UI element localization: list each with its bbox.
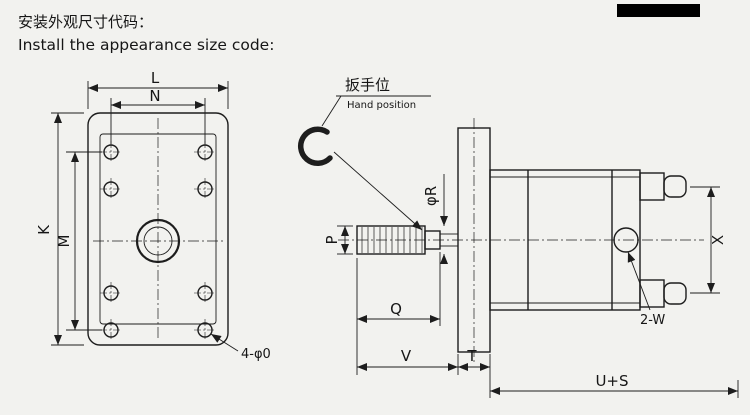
holes-callout: 4-φ0 — [210, 333, 271, 362]
ports-callout: 2-W — [627, 251, 665, 328]
dim-K-label: K — [35, 224, 53, 235]
dim-US-label: U+S — [595, 372, 628, 390]
flange-outline — [87, 112, 229, 346]
dim-V: V — [357, 347, 459, 375]
redaction-bar — [617, 4, 700, 17]
wrench-label-cn: 扳手位 — [345, 76, 390, 94]
dim-P: P — [323, 225, 353, 255]
wrench-label-en: Hand position — [347, 100, 416, 111]
dim-T-label: T — [466, 347, 477, 365]
dim-N-label: N — [149, 87, 160, 105]
page-title: 安装外观尺寸代码： Install the appearance size co… — [18, 13, 274, 54]
dim-L-label: L — [151, 69, 160, 87]
dim-V-label: V — [401, 347, 412, 365]
holes-callout-label: 4-φ0 — [241, 347, 271, 362]
title-chinese: 安装外观尺寸代码： — [18, 13, 153, 31]
dim-X-label: X — [709, 235, 727, 245]
dim-Q: Q — [356, 252, 441, 375]
dim-N: N — [110, 87, 206, 144]
ports-callout-label: 2-W — [640, 313, 665, 328]
dim-M-label: M — [55, 235, 73, 248]
mounting-holes — [100, 141, 216, 341]
center-bore — [135, 218, 181, 264]
dim-Q-label: Q — [390, 300, 402, 318]
dim-T: T — [458, 347, 491, 398]
wrench-callout: 扳手位 Hand position — [297, 76, 431, 231]
tie-rod-nuts — [639, 172, 687, 308]
dim-P-label: P — [323, 235, 341, 244]
dim-K: K — [35, 112, 84, 346]
title-english: Install the appearance size code: — [18, 36, 274, 54]
side-view: 扳手位 Hand position — [297, 76, 739, 398]
dim-L: L — [87, 69, 229, 109]
dim-X: X — [690, 186, 727, 294]
front-view: L N K M 4-φ0 — [35, 69, 271, 362]
dim-US: U+S — [490, 372, 739, 398]
dim-R: φR — [422, 174, 448, 264]
dim-M: M — [55, 151, 102, 331]
wrench-icon — [297, 126, 333, 166]
dim-R-label: φR — [422, 186, 440, 206]
